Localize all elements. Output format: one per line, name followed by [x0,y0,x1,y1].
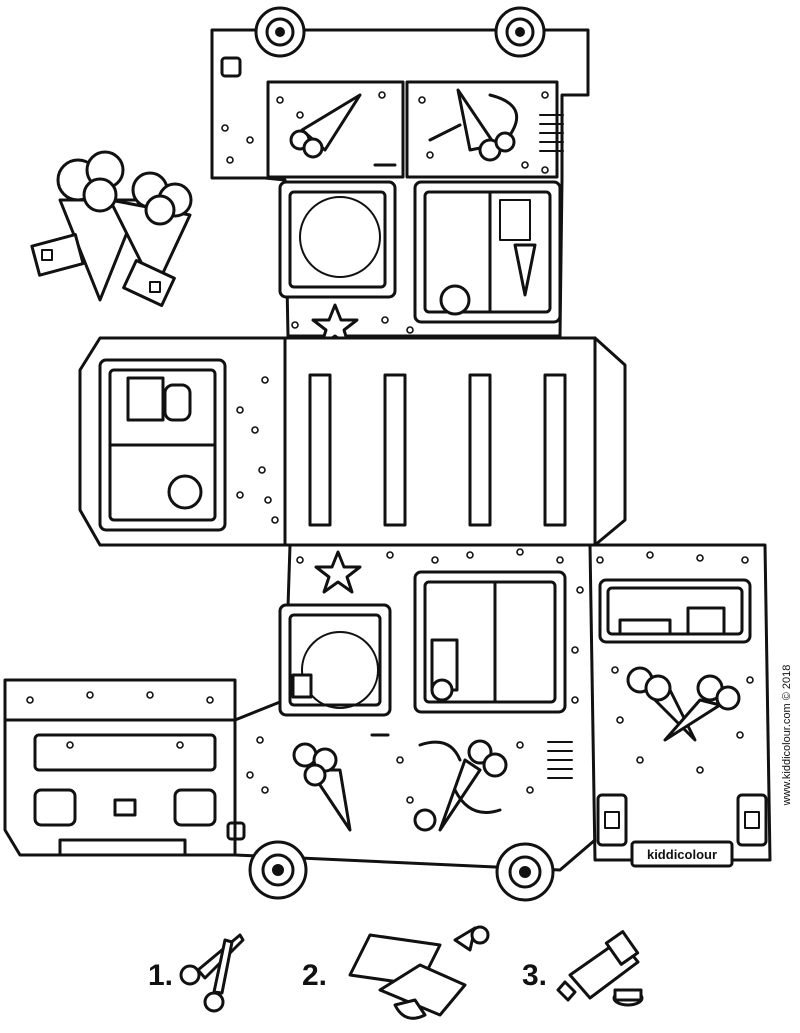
ice-cream-cone-icon [289,93,362,159]
instructions: 1. 2. 3. [148,925,644,1020]
credit-text: www.kiddicolour.com © 2018 [781,665,793,807]
star-icon [314,550,362,594]
vent-icon [539,114,564,152]
brand-label-box [630,840,734,868]
wheel-icon [494,6,546,58]
star-icon [311,303,359,348]
glue-tube-icon [556,930,644,1007]
wheel-icon [248,840,308,900]
vent-icon [547,741,573,779]
scissors-icon [179,933,245,1013]
ice-cream-cone-icon [626,666,741,742]
ice-cream-tag [30,150,193,307]
middle-panel [78,336,627,547]
step-3-number: 3. [522,959,547,992]
step-2-number: 2. [302,959,327,992]
ice-cream-cone-icon [418,739,508,832]
fold-paper-icon [348,925,490,1020]
wheel-icon [495,842,555,902]
ice-cream-cone-icon [292,742,352,832]
step-1-number: 1. [148,959,173,992]
bottom-panel: kiddicolour www.kiddicolour.com © 2018 [3,543,793,902]
top-panel [210,6,590,349]
wheel-icon [254,6,306,58]
ice-cream-cone-icon [428,88,519,162]
brand-label: kiddicolour [647,847,717,862]
